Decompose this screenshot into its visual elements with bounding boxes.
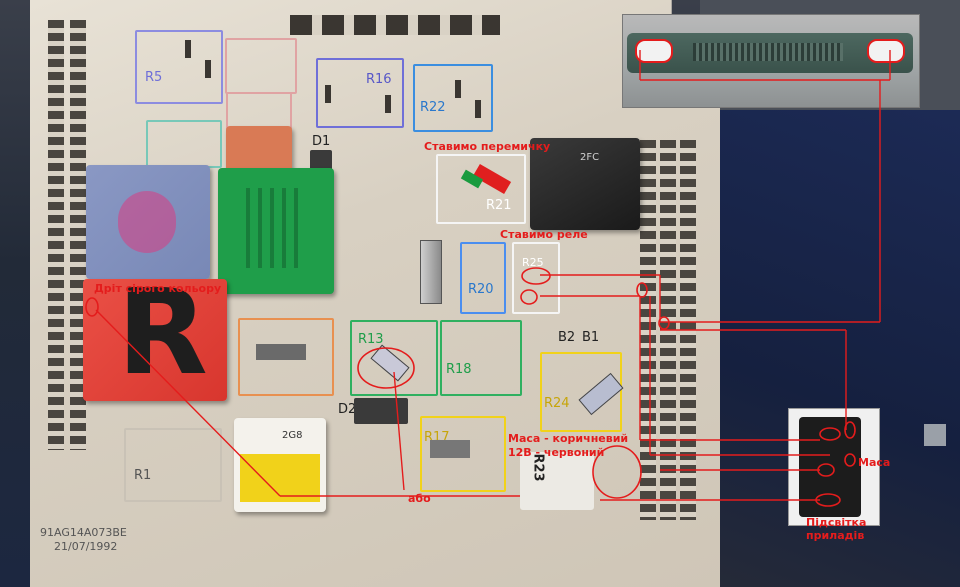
annotation-dash-light-2: приладів (806, 529, 865, 542)
pin (185, 40, 191, 58)
black-relay: 2FC (530, 138, 640, 230)
slot-r22-label: R22 (420, 100, 446, 115)
slot-r25-outline (512, 242, 560, 314)
slot-r1-label: R1 (134, 468, 152, 483)
grey-knob (924, 424, 946, 446)
slot-r20-label: R20 (468, 282, 494, 297)
relay-yellow-sticker (240, 454, 320, 502)
relay-r23 (520, 452, 594, 510)
green-relay (218, 168, 334, 294)
slot-orange-outline (238, 318, 334, 396)
slot-r21-label: R21 (486, 198, 512, 213)
pin (385, 95, 391, 113)
slot-r20-outline (460, 242, 506, 314)
slot-r5-label: R5 (145, 70, 163, 85)
slot-r16-outline (316, 58, 404, 128)
pin (455, 80, 461, 98)
bumper-inset-photo (622, 14, 920, 108)
white-relay-label: 2G8 (282, 430, 303, 441)
diode-d2 (354, 398, 408, 424)
fog-light-left (635, 39, 673, 63)
fog-light-right (867, 39, 905, 63)
slot-r13-label: R13 (358, 332, 384, 347)
slot-d2-label: D2 (338, 402, 357, 417)
orange-relay (226, 126, 292, 174)
connector-column-left (48, 20, 64, 450)
black-relay-label: 2FC (580, 152, 600, 163)
connector-column-left-2 (70, 20, 86, 450)
slot-r17-outline (420, 416, 506, 492)
slot-r24-outline (540, 352, 622, 432)
slot-r13-outline (350, 320, 438, 396)
annotation-red-12v: 12В - червоний (508, 446, 605, 459)
part-number-print: 91AG14A073BE (40, 526, 127, 539)
top-slot-strip (290, 15, 500, 35)
relay-pink-print (118, 191, 176, 253)
annotation-relay: Ставимо реле (500, 228, 588, 241)
slot-r22-outline (413, 64, 493, 132)
annotation-grey-wire: Дріт сірого кольору (94, 282, 222, 295)
slot-r16-label: R16 (366, 72, 392, 87)
pin (325, 85, 331, 103)
metal-clip (256, 344, 306, 360)
metal-clip-r17 (430, 440, 470, 458)
bumper-grille (693, 43, 843, 61)
red-relay: R (83, 273, 227, 401)
slot-b1-label: B1 (582, 330, 600, 345)
red-relay-letter: R (117, 263, 208, 401)
annotation-ground-brown: Маса - коричневий (508, 432, 629, 445)
relay-print-block (246, 188, 306, 268)
slot-r18-label: R18 (446, 362, 472, 377)
slot-r18-outline (440, 320, 522, 396)
pin (475, 100, 481, 118)
blade-fuse (420, 240, 442, 304)
blue-grey-relay (86, 165, 210, 279)
slot-b2-label: B2 (558, 330, 576, 345)
slot-r21-outline (436, 154, 526, 224)
annotation-jumper: Ставимо перемичку (424, 140, 551, 153)
pin (205, 60, 211, 78)
slot-r1-outline (124, 428, 222, 502)
annotation-ground: Маса (858, 456, 891, 469)
annotation-or: або (408, 492, 431, 505)
annotation-dash-light-1: Підсвітка (806, 516, 867, 529)
slot-d1-label: D1 (312, 134, 331, 149)
slot-r25-label: R25 (522, 256, 544, 269)
date-print: 21/07/1992 (54, 540, 118, 553)
slot-r24-label: R24 (544, 396, 570, 411)
slot-r5-outline (135, 30, 223, 104)
connector-column-right (640, 140, 656, 520)
